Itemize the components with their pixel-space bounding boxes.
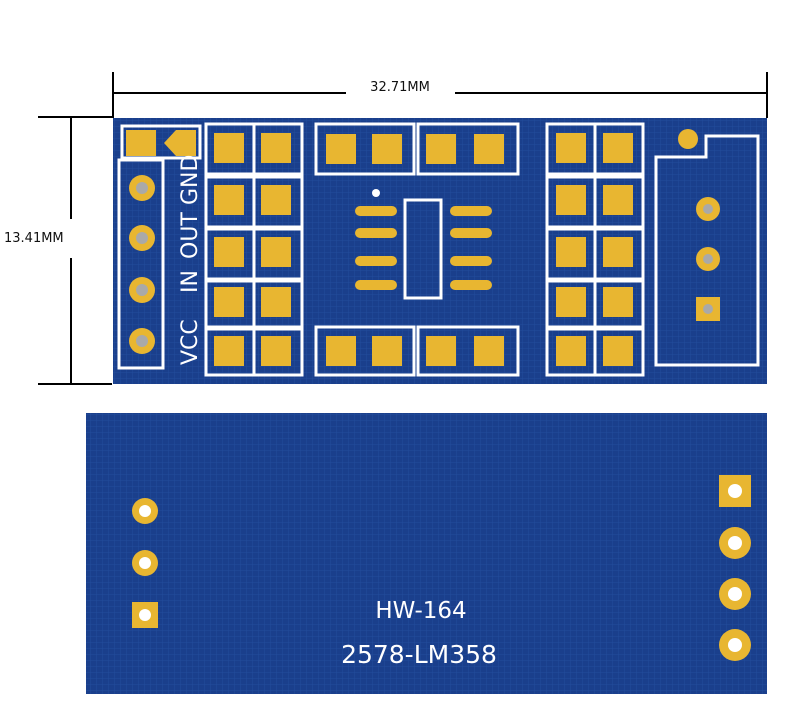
solder-pad (126, 130, 156, 156)
pin-labels: VCC IN OUT GND (178, 155, 203, 365)
pin-label-gnd: GND (178, 155, 203, 205)
smd-pad-row-bottom (314, 325, 520, 377)
width-dimension-label: 32.71MM (370, 80, 430, 95)
smd-pad-grid-left (204, 122, 304, 377)
ic-footprint-soic8 (355, 189, 492, 300)
pin-label-in: IN (178, 270, 203, 293)
smd-pad-grid-right (545, 122, 645, 377)
top-board: VCC IN OUT GND (113, 118, 767, 384)
pin-label-vcc: VCC (178, 319, 203, 365)
potentiometer-footprint (654, 129, 760, 367)
board-part-label: 2578-LM358 (341, 640, 497, 669)
smd-pad-row-top (314, 122, 520, 176)
right-through-holes (719, 475, 751, 661)
board-model-label: HW-164 (375, 598, 466, 624)
height-dimension-label: 13.41MM (4, 231, 64, 246)
bottom-board: HW-164 2578-LM358 (86, 413, 767, 694)
header-pin-holes (129, 175, 155, 354)
pin-header-outline (117, 124, 202, 370)
dimension-lines (38, 72, 768, 385)
solder-pad-polarity (164, 130, 196, 156)
left-through-holes (132, 498, 158, 628)
pin-label-out: OUT (178, 212, 203, 259)
bottom-board-substrate (86, 413, 767, 694)
